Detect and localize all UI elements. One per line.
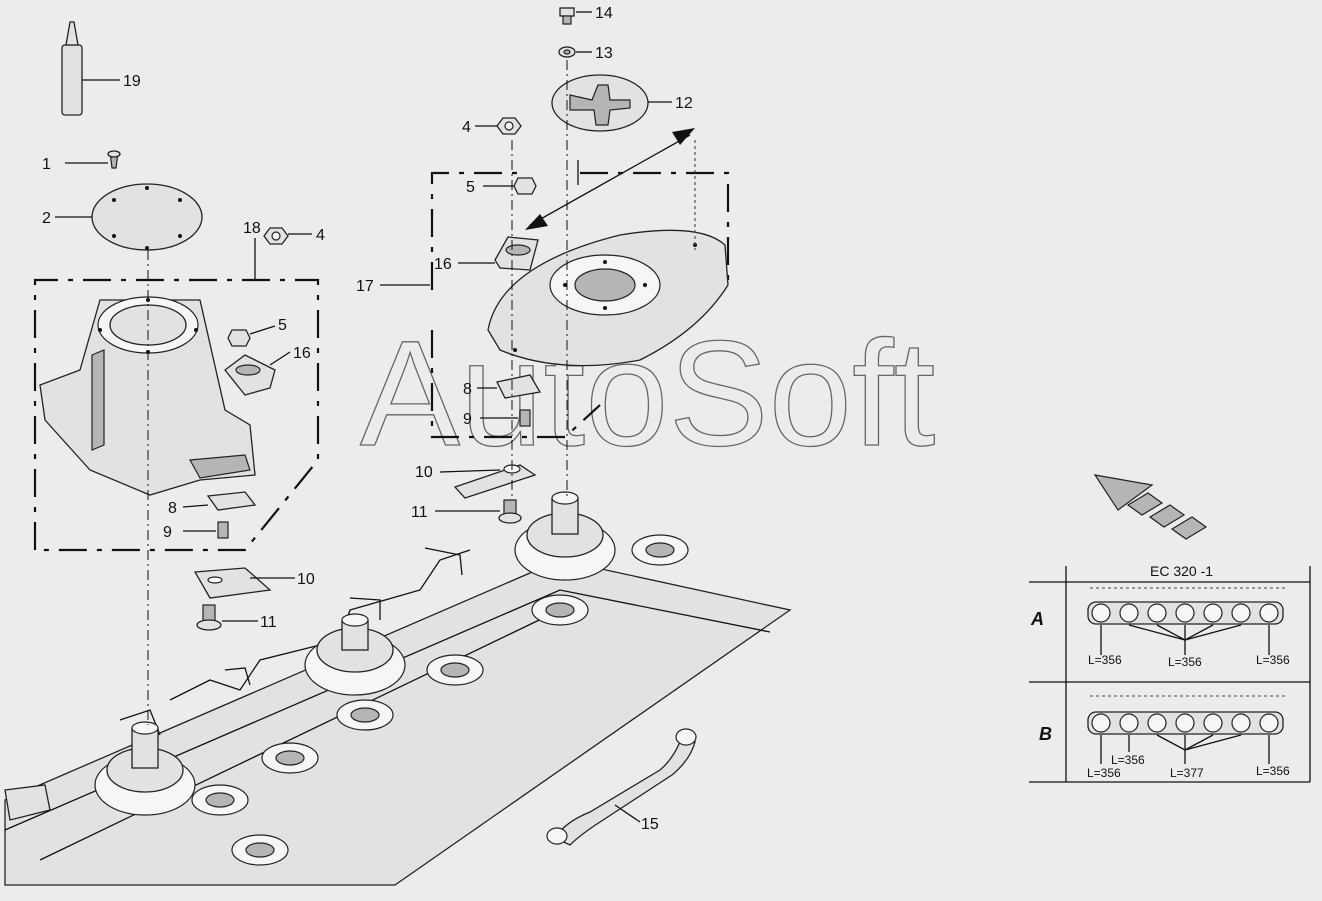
row-b-letter: B bbox=[1039, 724, 1052, 744]
callout-11-right: 11 bbox=[411, 504, 428, 521]
nut-part-4-right: 4 bbox=[462, 117, 522, 136]
guide-part-16-right: 16 bbox=[434, 236, 539, 273]
cap-part-12: 12 bbox=[551, 74, 693, 132]
row-a-label-2: L=356 bbox=[1168, 655, 1202, 669]
cutting-disc bbox=[487, 229, 729, 367]
callout-2: 2 bbox=[42, 210, 51, 227]
blade-part-10-right: 10 bbox=[415, 464, 537, 499]
right-assembly-group-17: 17 14 13 12 bbox=[356, 5, 730, 524]
row-b-label-4: L=356 bbox=[1256, 764, 1290, 778]
nut-part-5-left: 5 bbox=[227, 317, 287, 347]
callout-9-right: 9 bbox=[463, 411, 472, 428]
blade-part-10-left: 10 bbox=[193, 567, 315, 599]
callout-16-right: 16 bbox=[434, 256, 452, 273]
callout-15: 15 bbox=[641, 816, 659, 833]
bolt-part-11-right: 11 bbox=[411, 499, 522, 524]
row-a-bar-diagram bbox=[1087, 587, 1285, 655]
row-a-letter: A bbox=[1030, 609, 1044, 629]
callout-1: 1 bbox=[42, 156, 51, 173]
nut-part-5-right: 5 bbox=[466, 177, 537, 196]
row-b-bar-diagram bbox=[1087, 695, 1285, 764]
direction-arrow bbox=[525, 128, 695, 230]
disc-hub-left bbox=[94, 721, 196, 816]
bolt-part-9-right: 9 bbox=[463, 409, 531, 428]
callout-4-right: 4 bbox=[462, 119, 471, 136]
disc-hub-middle bbox=[304, 613, 406, 696]
row-a-label-3: L=356 bbox=[1256, 653, 1290, 667]
disc-hub-right bbox=[514, 491, 616, 581]
callout-16-left: 16 bbox=[293, 345, 311, 362]
callout-13: 13 bbox=[595, 45, 613, 62]
row-b-label-1: L=356 bbox=[1111, 753, 1145, 767]
ring-seals bbox=[191, 534, 689, 866]
bolt-part-11-left: 11 bbox=[196, 604, 277, 631]
bolt-part-14: 14 bbox=[559, 5, 613, 25]
callout-10-right: 10 bbox=[415, 464, 433, 481]
wrench-part-15: 15 bbox=[546, 728, 697, 846]
callout-8-right: 8 bbox=[463, 381, 472, 398]
callout-14: 14 bbox=[595, 5, 613, 22]
grease-tube-part-19: 19 bbox=[61, 21, 141, 116]
callout-8-left: 8 bbox=[168, 500, 177, 517]
callout-5-left: 5 bbox=[278, 317, 287, 334]
bolt-part-9-left: 9 bbox=[163, 521, 229, 541]
plate-part-8-left: 8 bbox=[168, 491, 257, 517]
callout-5-right: 5 bbox=[466, 179, 475, 196]
row-b-label-2: L=356 bbox=[1087, 766, 1121, 780]
blade-length-table: EC 320 -1 A L=356 L=356 L=356 B bbox=[1029, 563, 1311, 783]
cover-plate-part-2: 2 bbox=[42, 183, 203, 251]
callout-17: 17 bbox=[356, 278, 374, 295]
cutter-bar bbox=[4, 491, 792, 886]
callout-10-left: 10 bbox=[297, 571, 315, 588]
callout-18: 18 bbox=[243, 220, 261, 237]
plate-part-8-right: 8 bbox=[463, 374, 542, 399]
table-title: EC 320 -1 bbox=[1150, 563, 1213, 579]
callout-12: 12 bbox=[675, 95, 693, 112]
row-b-label-3: L=377 bbox=[1170, 766, 1204, 780]
nut-part-4-left: 4 bbox=[263, 227, 325, 245]
guide-part-16-left: 16 bbox=[224, 345, 311, 396]
callout-11-left: 11 bbox=[260, 614, 277, 631]
row-a-label-1: L=356 bbox=[1088, 653, 1122, 667]
callout-4-left: 4 bbox=[316, 227, 325, 244]
screw-part-1: 1 bbox=[42, 150, 121, 173]
washer-part-13: 13 bbox=[558, 45, 613, 62]
callout-9-left: 9 bbox=[163, 524, 172, 541]
travel-direction-arrows bbox=[1093, 474, 1208, 540]
callout-19: 19 bbox=[123, 73, 141, 90]
left-assembly-group-18: 18 1 2 4 bbox=[33, 150, 325, 725]
